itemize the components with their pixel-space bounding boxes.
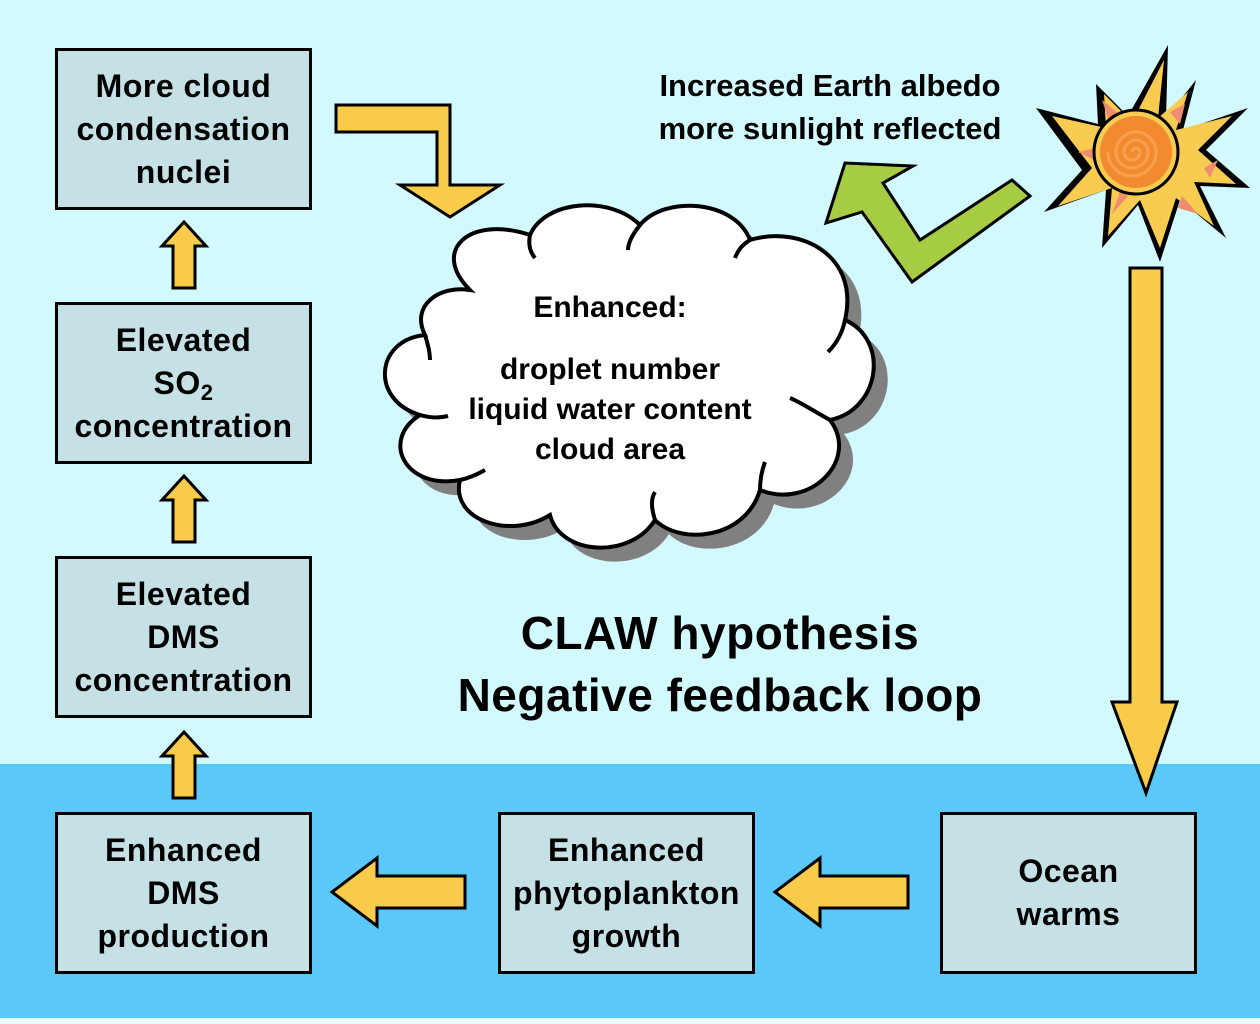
arrow-so2-to-ccn xyxy=(158,219,210,290)
arrow-ocean-to-phyto xyxy=(772,854,910,930)
box-text-line: concentration xyxy=(74,407,293,444)
box-enhanced-phytoplankton-growth: Enhanced phytoplankton growth xyxy=(498,812,755,974)
box-elevated-so2: Elevated SO2 concentration xyxy=(55,302,312,464)
arrow-sun-to-ocean xyxy=(1109,266,1180,798)
box-ocean-warms: Ocean warms xyxy=(940,812,1197,974)
box-text-line: DMS xyxy=(147,874,220,911)
arrow-dms-prod-to-dms-conc xyxy=(158,729,210,800)
box-text-line: phytoplankton xyxy=(513,874,740,911)
box-text-line: More cloud xyxy=(95,67,272,104)
box-text-line: condensation xyxy=(76,110,291,147)
so2-subscript: 2 xyxy=(200,379,214,405)
title-line1: CLAW hypothesis xyxy=(520,607,920,659)
box-enhanced-dms-production: Enhanced DMS production xyxy=(55,812,312,974)
arrow-dms-conc-to-so2 xyxy=(158,473,210,544)
cloud-heading: Enhanced: xyxy=(533,291,687,324)
box-text-line: Ocean xyxy=(1018,853,1119,889)
bottom-border xyxy=(0,1018,1260,1024)
arrow-phyto-to-dms-prod xyxy=(329,854,467,930)
title-line2: Negative feedback loop xyxy=(457,669,983,721)
box-text-line: DMS xyxy=(147,618,220,655)
albedo-label-line1: Increased Earth albedo xyxy=(659,68,1001,103)
box-text-line: production xyxy=(97,917,270,954)
box-text-line: Elevated xyxy=(115,321,252,358)
box-text-line: concentration xyxy=(74,661,293,698)
box-text-line: SO2 xyxy=(154,362,214,405)
albedo-label: Increased Earth albedo more sunlight ref… xyxy=(620,64,1040,150)
cloud-text: Enhanced: droplet number liquid water co… xyxy=(430,288,790,470)
albedo-label-line2: more sunlight reflected xyxy=(658,111,1002,146)
box-text-line: nuclei xyxy=(135,153,232,190)
cloud-shape xyxy=(382,203,876,550)
box-text-line: growth xyxy=(571,917,682,954)
box-cloud-condensation-nuclei: More cloud condensation nuclei xyxy=(55,48,312,210)
arrow-reflected-sunlight xyxy=(823,161,1033,285)
box-text-line: warms xyxy=(1016,896,1121,932)
box-text-line: Enhanced xyxy=(548,831,705,868)
diagram-title: CLAW hypothesis Negative feedback loop xyxy=(400,602,1040,726)
box-text-line: Elevated xyxy=(115,575,252,612)
so2-formula: SO xyxy=(153,364,201,401)
cloud-item-liquid-water-content: liquid water content xyxy=(468,393,752,426)
cloud-item-cloud-area: cloud area xyxy=(534,433,686,466)
box-elevated-dms-concentration: Elevated DMS concentration xyxy=(55,556,312,718)
sun-icon xyxy=(1036,45,1250,262)
box-text-line: Enhanced xyxy=(105,831,262,868)
arrow-ccn-to-cloud xyxy=(334,103,506,219)
cloud-item-droplet-number: droplet number xyxy=(499,353,720,386)
